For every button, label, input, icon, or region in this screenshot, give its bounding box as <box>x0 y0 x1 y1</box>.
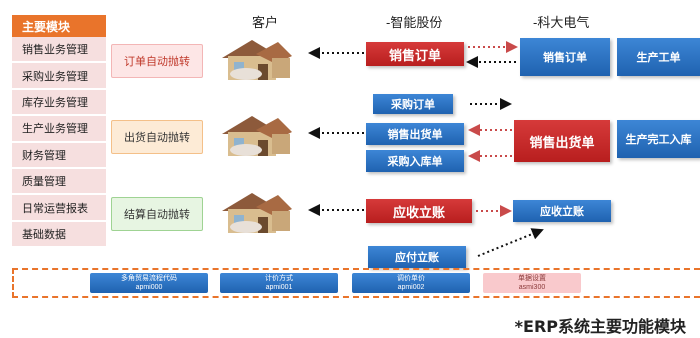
sidebar-item-quality[interactable]: 质量管理 <box>12 168 106 196</box>
sidebar-item-production[interactable]: 生产业务管理 <box>12 116 106 143</box>
customer-house-icon <box>222 40 292 80</box>
setting-chip-code: apmi000 <box>135 284 163 291</box>
sidebar-item-finance[interactable]: 财务管理 <box>12 142 106 169</box>
receivable-a-box: 应收立账 <box>366 199 472 223</box>
setting-chip[interactable]: 计价方式 apmi001 <box>220 273 338 293</box>
module-sidebar: 主要模块 销售业务管理 采购业务管理 库存业务管理 生产业务管理 财务管理 质量… <box>12 15 106 249</box>
column-title-customer: 客户 <box>252 15 279 30</box>
column-title-company-a: -智能股份 <box>386 15 443 30</box>
setting-chip[interactable]: 单据设置 asmi300 <box>483 273 581 293</box>
setting-chip[interactable]: 调价单价 apmi002 <box>352 273 470 293</box>
setting-chip-code: apmi001 <box>265 284 293 291</box>
sidebar-item-reports[interactable]: 日常运营报表 <box>12 195 106 222</box>
auto-post-settlement-box: 结算自动抛转 <box>111 197 203 231</box>
customer-house-icon <box>222 193 292 233</box>
setting-chip-title: 单据设置 <box>518 275 546 282</box>
setting-chip-code: asmi300 <box>518 284 546 291</box>
sidebar-item-sales[interactable]: 销售业务管理 <box>12 37 106 64</box>
sales-shipment-b-box: 销售出货单 <box>514 120 610 162</box>
purchase-receipt-box: 采购入库单 <box>366 150 464 172</box>
customer-house-icon <box>222 116 292 156</box>
setting-chip-title: 计价方式 <box>265 275 293 282</box>
sales-shipment-a-box: 销售出货单 <box>366 123 464 145</box>
sidebar-header: 主要模块 <box>12 15 106 37</box>
purchase-order-box: 采购订单 <box>373 94 453 114</box>
receivable-b-box: 应收立账 <box>513 200 611 222</box>
sidebar-item-master-data[interactable]: 基础数据 <box>12 221 106 249</box>
sidebar-item-purchase[interactable]: 采购业务管理 <box>12 63 106 90</box>
sales-order-a-box: 销售订单 <box>366 42 464 66</box>
production-receipt-box: 生产完工入库 <box>617 120 700 158</box>
figure-caption: *ERP系统主要功能模块 <box>514 317 686 336</box>
column-title-company-b: -科大电气 <box>533 15 590 30</box>
settings-strip <box>12 268 700 298</box>
sidebar-item-inventory[interactable]: 库存业务管理 <box>12 89 106 117</box>
setting-chip-code: apmi002 <box>397 284 425 291</box>
sales-order-b-box: 销售订单 <box>520 38 610 76</box>
auto-post-shipment-box: 出货自动抛转 <box>111 120 203 154</box>
payable-box: 应付立账 <box>368 246 466 268</box>
setting-chip[interactable]: 多角贸易流程代码 apmi000 <box>90 273 208 293</box>
setting-chip-title: 多角贸易流程代码 <box>121 275 177 282</box>
work-order-box: 生产工单 <box>617 38 700 76</box>
setting-chip-title: 调价单价 <box>397 275 425 282</box>
auto-post-order-box: 订单自动抛转 <box>111 44 203 78</box>
